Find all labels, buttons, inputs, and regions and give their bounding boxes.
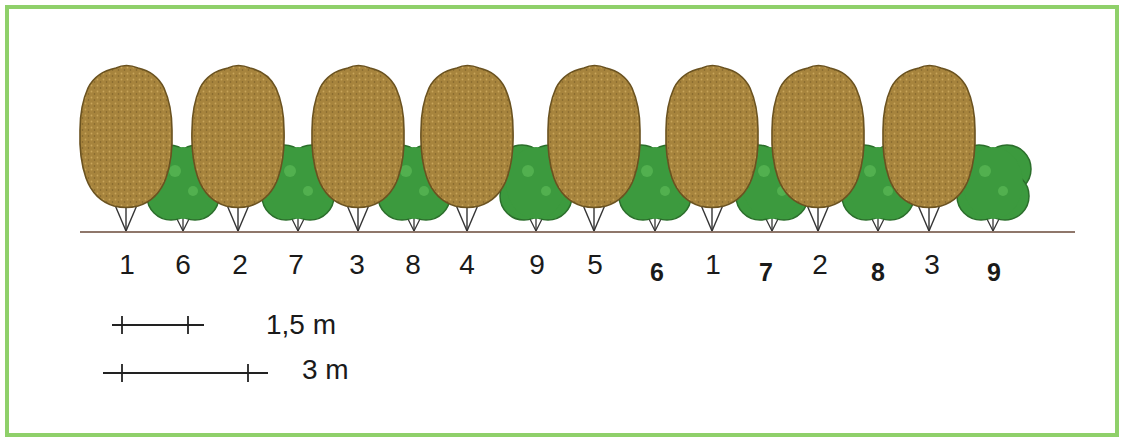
plant-number: 3 [349,251,365,279]
plant-number: 6 [650,260,664,285]
plant-number: 9 [529,251,545,279]
plant-number: 8 [871,260,885,285]
plant-number: 5 [587,251,603,279]
scale-bar [103,316,268,382]
scale-label: 3 m [302,356,349,384]
plant-number: 8 [405,251,421,279]
plant-number: 7 [759,260,773,285]
plant-number: 7 [288,251,304,279]
plant-number: 1 [705,251,721,279]
plant-number: 2 [812,251,828,279]
plant-number: 9 [987,260,1001,285]
plant-number: 3 [924,251,940,279]
plant-number: 6 [175,251,191,279]
scale-label: 1,5 m [266,311,336,339]
plant-number: 1 [119,251,135,279]
plant-number: 2 [232,251,248,279]
plant-number: 4 [459,251,475,279]
